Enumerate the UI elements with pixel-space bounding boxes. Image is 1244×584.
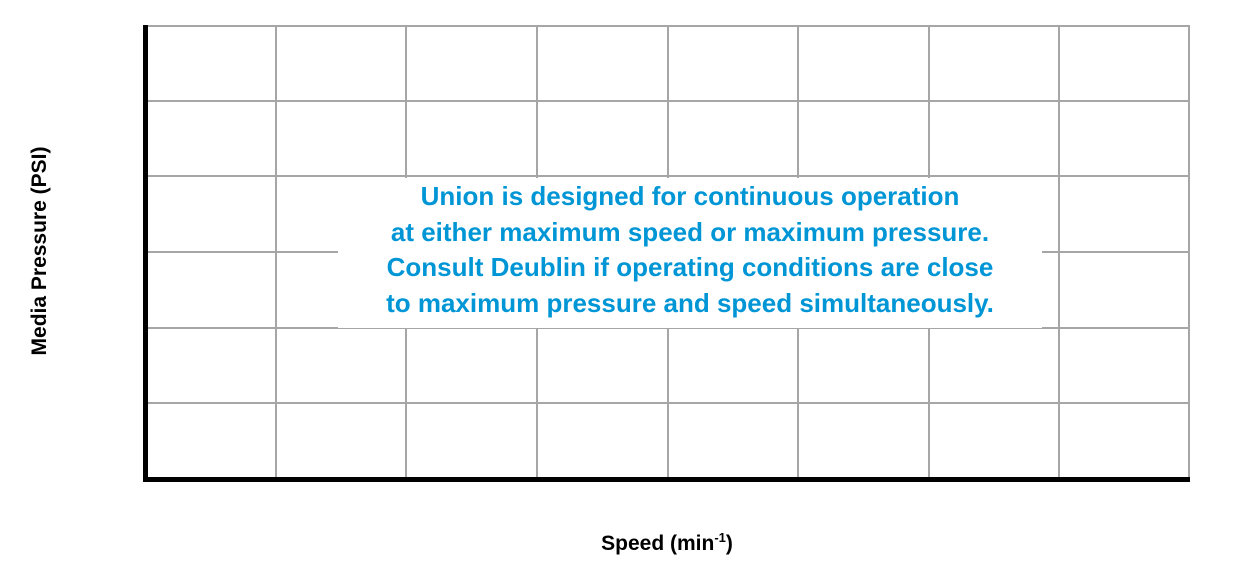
annotation-line: at either maximum speed or maximum press…	[390, 216, 990, 247]
x-axis-label-close: )	[725, 532, 733, 555]
grid-line-horizontal	[145, 100, 1190, 102]
chart-annotation: Union is designed for continuous operati…	[338, 178, 1042, 328]
grid-line-horizontal	[145, 175, 1190, 177]
grid-line-horizontal	[145, 25, 1190, 27]
x-axis-label-text: Speed (min	[601, 532, 715, 555]
y-axis-label: Media Pressure (PSI)	[28, 146, 51, 356]
x-axis-label: Speed (min-1)	[0, 530, 1244, 556]
grid-line-horizontal	[145, 402, 1190, 404]
x-axis-line	[143, 477, 1190, 482]
grid-line-horizontal	[145, 327, 1190, 329]
x-axis-label-exponent: -1	[714, 530, 726, 545]
annotation-line: Consult Deublin if operating conditions …	[386, 252, 994, 282]
y-axis-line	[143, 25, 148, 482]
annotation-line: Union is designed for continuous operati…	[420, 181, 960, 211]
annotation-line: to maximum pressure and speed simultaneo…	[386, 287, 994, 318]
